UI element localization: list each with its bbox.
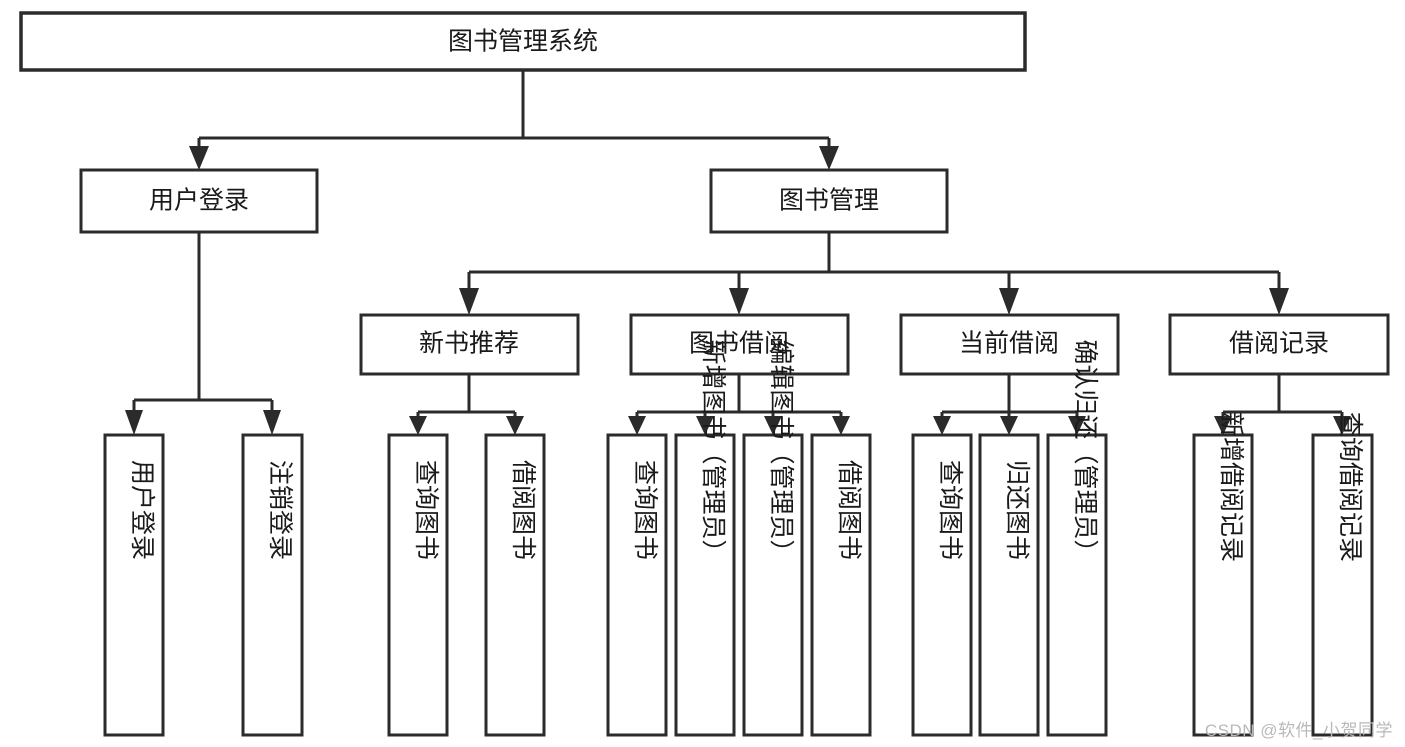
leaf-bb-add-book-admin-label: 新增图书（管理员） <box>699 339 727 564</box>
node-borrow-record[interactable]: 借阅记录 <box>1168 313 1390 376</box>
leaf-nb-query-book-label: 查询图书 <box>412 460 440 560</box>
arrow-head-bb-query-book <box>628 416 646 435</box>
arrow-head-cb-confirm-return <box>1068 416 1086 435</box>
node-book-management[interactable]: 图书管理 <box>709 168 949 234</box>
node-book-borrow-box[interactable] <box>629 313 850 376</box>
leaf-bb-add-book-admin-box[interactable] <box>674 433 736 737</box>
leaf-bb-query-book-box[interactable] <box>606 433 668 737</box>
leaf-nb-borrow-book-label: 借阅图书 <box>509 460 537 560</box>
leaf-cb-query-book-label: 查询图书 <box>936 460 964 560</box>
leaf-bb-add-book-admin[interactable]: 新增图书（管理员） <box>674 339 736 737</box>
leaf-br-add-record[interactable]: 新增借阅记录 <box>1192 412 1254 737</box>
node-borrow-record-box[interactable] <box>1168 313 1390 376</box>
leaf-logout[interactable]: 注销登录 <box>241 433 304 737</box>
leaf-br-query-record-label: 查询借阅记录 <box>1336 412 1364 562</box>
node-book-borrow-label: 图书借阅 <box>689 330 789 358</box>
leaf-cb-return-book-box[interactable] <box>978 433 1040 737</box>
leaf-bb-borrow-book[interactable]: 借阅图书 <box>810 433 872 737</box>
leaf-cb-query-book-box[interactable] <box>911 433 973 737</box>
node-root-label: 图书管理系统 <box>448 28 598 56</box>
node-borrow-record-label: 借阅记录 <box>1229 330 1329 358</box>
leaf-user-login-label: 用户登录 <box>128 460 156 560</box>
arrow-head-book-borrow <box>729 288 749 315</box>
leaf-nb-borrow-book[interactable]: 借阅图书 <box>484 433 546 737</box>
arrow-head-br-add-record <box>1214 416 1232 435</box>
node-book-management-label: 图书管理 <box>779 187 879 215</box>
leaf-cb-confirm-return-admin[interactable]: 确认归还（管理员） <box>1046 339 1108 737</box>
leaf-bb-query-book[interactable]: 查询图书 <box>606 433 668 737</box>
connectors-layer <box>125 70 1351 435</box>
arrow-head-borrow-record <box>1269 288 1289 315</box>
leaf-bb-borrow-book-box[interactable] <box>810 433 872 737</box>
leaf-br-add-record-label: 新增借阅记录 <box>1217 412 1245 562</box>
node-current-borrow-label: 当前借阅 <box>959 330 1059 358</box>
leaf-cb-query-book[interactable]: 查询图书 <box>911 433 973 737</box>
arrow-head-nb-borrow-book <box>506 416 524 435</box>
node-user-login-box[interactable] <box>79 168 319 234</box>
arrow-head-bb-edit-book <box>764 416 782 435</box>
leaf-nb-query-book[interactable]: 查询图书 <box>387 433 449 737</box>
arrow-head-nb-query-book <box>409 416 427 435</box>
leaf-br-add-record-box[interactable] <box>1192 433 1254 737</box>
arrow-head-current-borrow <box>999 288 1019 315</box>
leaf-bb-borrow-book-label: 借阅图书 <box>835 460 863 560</box>
leaf-user-login-box[interactable] <box>103 433 165 737</box>
arrow-head-cb-query-book <box>933 416 951 435</box>
leaf-bb-query-book-label: 查询图书 <box>631 460 659 560</box>
node-new-book-recommendation-box[interactable] <box>359 313 580 376</box>
leaf-br-query-record[interactable]: 查询借阅记录 <box>1311 412 1374 737</box>
leaf-user-login[interactable]: 用户登录 <box>103 433 165 737</box>
node-root-book-management-system[interactable]: 图书管理系统 <box>19 11 1027 72</box>
node-book-borrow[interactable]: 图书借阅 <box>629 313 850 376</box>
leaf-nb-query-book-box[interactable] <box>387 433 449 737</box>
leaf-bb-edit-book-admin-box[interactable] <box>742 433 804 737</box>
leaf-bb-edit-book-admin[interactable]: 编辑图书（管理员） <box>742 339 804 737</box>
node-current-borrow-box[interactable] <box>899 313 1120 376</box>
arrow-head-new-book-rec <box>459 288 479 315</box>
node-user-login-label: 用户登录 <box>149 187 249 215</box>
leaf-bb-edit-book-admin-label: 编辑图书（管理员） <box>767 339 795 564</box>
arrow-head-user-login <box>189 146 209 170</box>
arrow-head-bb-borrow-book <box>832 416 850 435</box>
arrow-head-cb-return-book <box>1000 416 1018 435</box>
leaf-logout-box[interactable] <box>241 433 304 737</box>
node-new-book-recommendation[interactable]: 新书推荐 <box>359 313 580 376</box>
leaf-nb-borrow-book-box[interactable] <box>484 433 546 737</box>
leaf-cb-confirm-return-admin-label: 确认归还（管理员） <box>1071 339 1099 564</box>
arrow-head-leaf-logout <box>263 410 281 435</box>
node-current-borrow[interactable]: 当前借阅 <box>899 313 1120 376</box>
node-new-book-recommendation-label: 新书推荐 <box>419 330 519 358</box>
arrow-head-br-query-record <box>1333 416 1351 435</box>
node-root-box[interactable] <box>19 11 1027 72</box>
arrow-head-book-mgmt <box>819 146 839 170</box>
node-user-login[interactable]: 用户登录 <box>79 168 319 234</box>
leaf-cb-return-book[interactable]: 归还图书 <box>978 433 1040 737</box>
arrow-head-leaf-user-login <box>125 410 143 435</box>
leaf-logout-label: 注销登录 <box>266 460 294 560</box>
leaf-br-query-record-box[interactable] <box>1311 433 1374 737</box>
arrow-head-bb-add-book <box>696 416 714 435</box>
leaf-cb-confirm-return-admin-box[interactable] <box>1046 433 1108 737</box>
node-book-management-box[interactable] <box>709 168 949 234</box>
leaf-cb-return-book-label: 归还图书 <box>1003 460 1031 560</box>
